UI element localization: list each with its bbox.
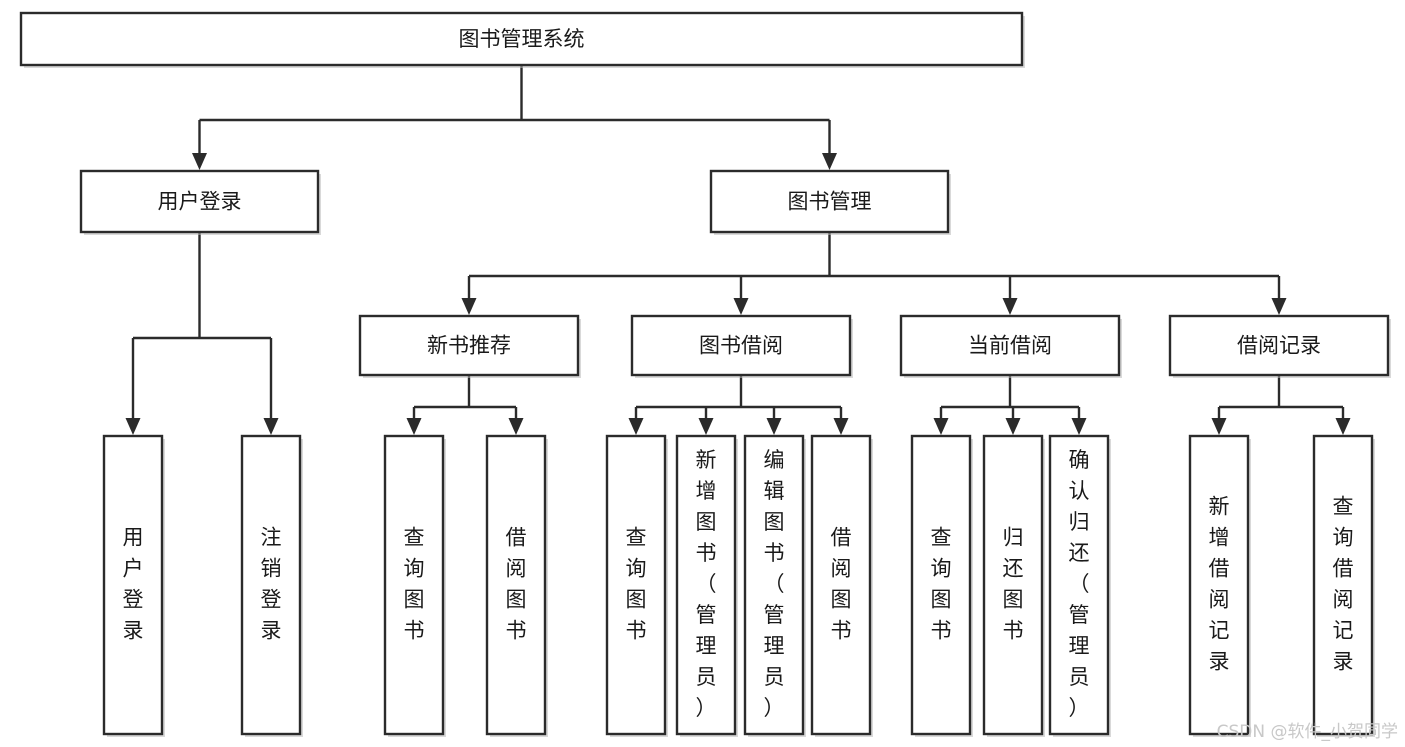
arrow-head-icon — [1002, 298, 1018, 315]
connector-borrow-record — [1211, 375, 1351, 435]
node-leaf-user-login[interactable]: 用户登录 — [102, 434, 165, 737]
arrow-head-icon — [1271, 298, 1287, 315]
node-label: 图书借阅 — [699, 334, 783, 358]
node-label: 查询图书 — [931, 526, 952, 643]
node-label: 新增图书（管理员） — [696, 448, 717, 720]
node-root[interactable]: 图书管理系统 — [19, 11, 1025, 68]
arrow-head-icon — [628, 418, 644, 435]
connector-user-login — [125, 232, 279, 435]
connector-layer — [125, 65, 1351, 435]
node-label: 查询图书 — [404, 526, 425, 643]
arrow-head-icon — [1071, 418, 1087, 435]
node-label: 借阅记录 — [1237, 334, 1321, 358]
arrow-head-icon — [1335, 418, 1351, 435]
node-new-book-recommend[interactable]: 新书推荐 — [358, 314, 581, 378]
node-leaf-add-record[interactable]: 新增借阅记录 — [1188, 434, 1251, 737]
node-label: 新增借阅记录 — [1209, 495, 1230, 674]
arrow-head-icon — [1005, 418, 1021, 435]
node-label: 查询图书 — [626, 526, 647, 643]
node-leaf-query-book-2[interactable]: 查询图书 — [605, 434, 668, 737]
node-label: 用户登录 — [123, 526, 144, 643]
node-leaf-user-logout[interactable]: 注销登录 — [240, 434, 303, 737]
node-label: 新书推荐 — [427, 334, 511, 358]
node-leaf-edit-book[interactable]: 编辑图书（管理员） — [743, 434, 806, 737]
node-leaf-add-book[interactable]: 新增图书（管理员） — [675, 434, 738, 737]
node-user-login[interactable]: 用户登录 — [79, 169, 321, 235]
node-leaf-confirm-return[interactable]: 确认归还（管理员） — [1048, 434, 1111, 737]
connector-root — [192, 65, 837, 170]
connector-current-borrow — [933, 375, 1087, 435]
arrow-head-icon — [192, 153, 207, 170]
node-layer: 图书管理系统用户登录图书管理新书推荐图书借阅当前借阅借阅记录用户登录注销登录查询… — [19, 11, 1391, 737]
connector-new-book-recommend — [406, 375, 524, 435]
node-label: 归还图书 — [1003, 526, 1024, 643]
connector-book-borrow — [628, 375, 849, 435]
node-leaf-query-book-1[interactable]: 查询图书 — [383, 434, 446, 737]
node-label: 借阅图书 — [506, 526, 527, 643]
node-label: 查询借阅记录 — [1333, 495, 1354, 674]
arrow-head-icon — [125, 418, 141, 435]
arrow-head-icon — [766, 418, 782, 435]
arrow-head-icon — [933, 418, 949, 435]
arrow-head-icon — [1211, 418, 1227, 435]
arrow-head-icon — [263, 418, 279, 435]
node-borrow-record[interactable]: 借阅记录 — [1168, 314, 1391, 378]
node-leaf-query-book-3[interactable]: 查询图书 — [910, 434, 973, 737]
arrow-head-icon — [822, 153, 837, 170]
arrow-head-icon — [833, 418, 849, 435]
arrow-head-icon — [698, 418, 714, 435]
node-label: 借阅图书 — [831, 526, 852, 643]
node-label: 确认归还（管理员） — [1069, 448, 1090, 720]
node-leaf-query-record[interactable]: 查询借阅记录 — [1312, 434, 1375, 737]
node-leaf-return-book[interactable]: 归还图书 — [982, 434, 1045, 737]
arrow-head-icon — [733, 298, 749, 315]
node-current-borrow[interactable]: 当前借阅 — [899, 314, 1122, 378]
node-label: 注销登录 — [261, 526, 282, 643]
node-leaf-borrow-book-1[interactable]: 借阅图书 — [485, 434, 548, 737]
node-book-borrow[interactable]: 图书借阅 — [630, 314, 853, 378]
arrow-head-icon — [508, 418, 524, 435]
node-label: 编辑图书（管理员） — [764, 448, 785, 720]
node-label: 用户登录 — [158, 190, 242, 214]
node-book-manage[interactable]: 图书管理 — [709, 169, 951, 235]
node-leaf-borrow-book-2[interactable]: 借阅图书 — [810, 434, 873, 737]
arrow-head-icon — [461, 298, 477, 315]
node-label: 图书管理系统 — [459, 27, 585, 51]
connector-book-manage — [461, 232, 1287, 315]
arrow-head-icon — [406, 418, 422, 435]
watermark-label: CSDN @软件_小贺同学 — [1217, 722, 1398, 742]
node-label: 图书管理 — [788, 190, 872, 214]
node-label: 当前借阅 — [968, 334, 1052, 358]
